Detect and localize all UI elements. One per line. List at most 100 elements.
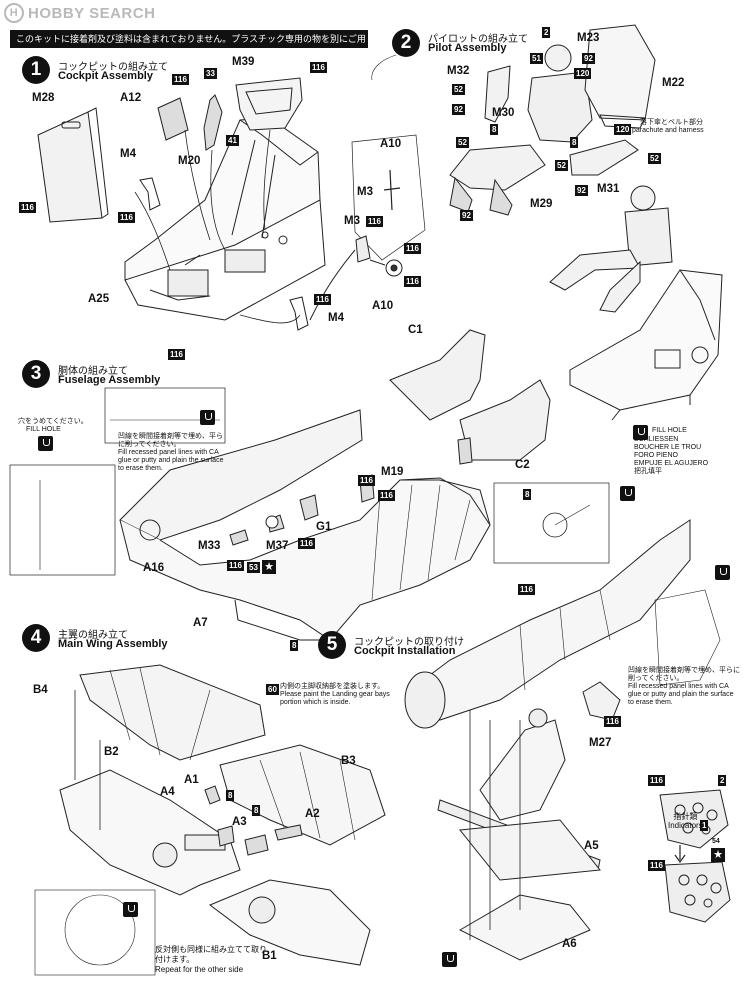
repeat-note: 反対側も同様に組み立てて取り付けます。 Repeat for the other… bbox=[155, 945, 270, 975]
wheel-well-detail-box bbox=[34, 889, 156, 976]
part-label-m27: M27 bbox=[589, 737, 612, 749]
fill-hole-lang-3: BOUCHER LE TROU bbox=[634, 444, 702, 451]
color-code-116: 116 bbox=[404, 243, 421, 254]
step-1-title-jp: コックピットの組み立て bbox=[58, 62, 168, 73]
color-code-52: 52 bbox=[452, 84, 465, 95]
wing-b3-drawing bbox=[219, 744, 386, 846]
color-code-116: 116 bbox=[604, 716, 621, 727]
fill-hole-detail-box bbox=[9, 464, 116, 576]
color-code-8: 8 bbox=[290, 640, 299, 651]
fill-hole-multilingual: FILL HOLE SCHLIESSEN BOUCHER LE TROU FOR… bbox=[634, 427, 724, 476]
part-label-m32: M32 bbox=[447, 65, 470, 77]
panel-line-note-jp: 凹線を瞬間接着剤等で埋め、平らに削ってください。 bbox=[118, 433, 223, 448]
step-1-number: 1 bbox=[22, 56, 50, 84]
color-code-92: 92 bbox=[582, 53, 595, 64]
part-label-a6: A6 bbox=[562, 938, 577, 950]
part-label-a5: A5 bbox=[584, 840, 599, 852]
step-3-number: 3 bbox=[22, 360, 50, 388]
m28-panel-drawing bbox=[37, 107, 109, 223]
part-label-a3: A3 bbox=[232, 816, 247, 828]
panel-line-note-2-en: Fill recessed panel lines with CA glue o… bbox=[628, 683, 734, 706]
color-code-116: 116 bbox=[358, 475, 375, 486]
part-label-a10: A10 bbox=[372, 300, 394, 312]
wing-lower-b2-drawing bbox=[59, 769, 241, 896]
fill-hole-lang-2: SCHLIESSEN bbox=[634, 436, 679, 443]
harness-note-en: parachute and harness bbox=[632, 127, 704, 134]
panel-line-note-en: Fill recessed panel lines with CA glue o… bbox=[118, 449, 224, 472]
color-code-60: 60 bbox=[266, 684, 279, 695]
part-label-a4: A4 bbox=[160, 786, 175, 798]
floor-frame-drawing bbox=[437, 710, 601, 961]
part-label-m28: M28 bbox=[32, 92, 55, 104]
part-label-a2: A2 bbox=[305, 808, 320, 820]
color-code-51: 51 bbox=[530, 53, 543, 64]
part-label-a7: A7 bbox=[193, 617, 208, 629]
part-label-m3-callout: M3 bbox=[357, 186, 373, 198]
fill-hole-icon bbox=[442, 952, 457, 967]
color-code-92: 92 bbox=[460, 210, 473, 221]
part-label-c1: C1 bbox=[408, 324, 423, 336]
part-label-m30: M30 bbox=[492, 107, 515, 119]
repeat-note-jp: 反対側も同様に組み立てて取り付けます。 bbox=[155, 945, 267, 964]
indicators-note-jp: 指針類 bbox=[673, 812, 698, 821]
instrument-panel-drawing bbox=[659, 789, 731, 923]
decal-star-icon: ★ bbox=[262, 560, 276, 574]
paint-inside-icon bbox=[123, 902, 138, 917]
step-5-title-en: Cockpit Installation bbox=[354, 645, 456, 657]
fill-hole-note-jp: 穴をうめてください。 bbox=[18, 418, 88, 425]
a12-m20-parts-drawing bbox=[139, 94, 309, 331]
part-label-m19: M19 bbox=[381, 466, 404, 478]
part-label-m37: M37 bbox=[266, 540, 289, 552]
part-label-b4: B4 bbox=[33, 684, 48, 696]
panel-line-note-2-jp: 凹線を瞬間接着剤等で埋め、平らに削ってください。 bbox=[628, 667, 740, 682]
part-label-b2: B2 bbox=[104, 746, 119, 758]
fill-hole-lang-6: 把孔填平 bbox=[634, 468, 662, 475]
fuselage-drawing bbox=[119, 409, 491, 641]
fill-hole-lang-4: FORO PIENO bbox=[634, 452, 678, 459]
color-code-8: 8 bbox=[523, 489, 532, 500]
gear-bay-note: 内側の主脚収納部を塗装します。 Please paint the Landing… bbox=[280, 683, 400, 707]
color-code-116: 116 bbox=[404, 276, 421, 287]
indicators-note-en: Indicators bbox=[668, 821, 703, 830]
color-code-116: 116 bbox=[227, 560, 244, 571]
harness-note-jp: 落下傘とベルト部分 bbox=[640, 119, 703, 126]
step-2-title-en: Pilot Assembly bbox=[428, 42, 507, 54]
color-code-116: 116 bbox=[366, 216, 383, 227]
step-4-title-en: Main Wing Assembly bbox=[58, 638, 168, 650]
color-code-8: 8 bbox=[226, 790, 235, 801]
color-code-116: 116 bbox=[118, 212, 135, 223]
color-code-1: 1 bbox=[700, 820, 709, 831]
fill-hole-icon bbox=[620, 486, 635, 501]
color-code-41: 41 bbox=[226, 135, 239, 146]
decal-star-icon: ★ bbox=[711, 848, 725, 862]
color-code-120: 120 bbox=[614, 124, 632, 135]
color-code-116: 116 bbox=[648, 775, 665, 786]
color-code-52: 52 bbox=[555, 160, 568, 171]
step-1-title-en: Cockpit Assembly bbox=[58, 70, 153, 82]
color-code-116: 116 bbox=[298, 538, 315, 549]
fill-hole-callout-box bbox=[104, 387, 226, 444]
color-code-116: 116 bbox=[19, 202, 36, 213]
color-code-92: 92 bbox=[452, 104, 465, 115]
color-code-2: 2 bbox=[542, 27, 551, 38]
step-4-number: 4 bbox=[22, 624, 50, 652]
color-code-116: 116 bbox=[172, 74, 189, 85]
decal-number-54: 54 bbox=[712, 838, 720, 845]
part-label-m4b: M4 bbox=[328, 312, 344, 324]
part-label-m3: M3 bbox=[344, 215, 360, 227]
color-code-52: 52 bbox=[456, 137, 469, 148]
part-label-a1: A1 bbox=[184, 774, 199, 786]
part-label-b1: B1 bbox=[262, 950, 277, 962]
watermark-text: HOBBY SEARCH bbox=[28, 4, 156, 22]
part-label-g1: G1 bbox=[316, 521, 332, 533]
fill-hole-icon bbox=[633, 425, 648, 440]
cockpit-insert-drawing bbox=[479, 708, 566, 821]
wing-upper-drawing bbox=[79, 664, 266, 761]
fill-hole-icon bbox=[38, 436, 53, 451]
rudder-pedal-callout bbox=[309, 134, 426, 321]
tail-section-drawing bbox=[389, 329, 551, 465]
hobby-search-logo-icon: H bbox=[4, 3, 24, 23]
hobby-search-watermark: H HOBBY SEARCH bbox=[4, 3, 155, 23]
fill-hole-lang-5: EMPUJE EL AGUJERO bbox=[634, 460, 709, 467]
